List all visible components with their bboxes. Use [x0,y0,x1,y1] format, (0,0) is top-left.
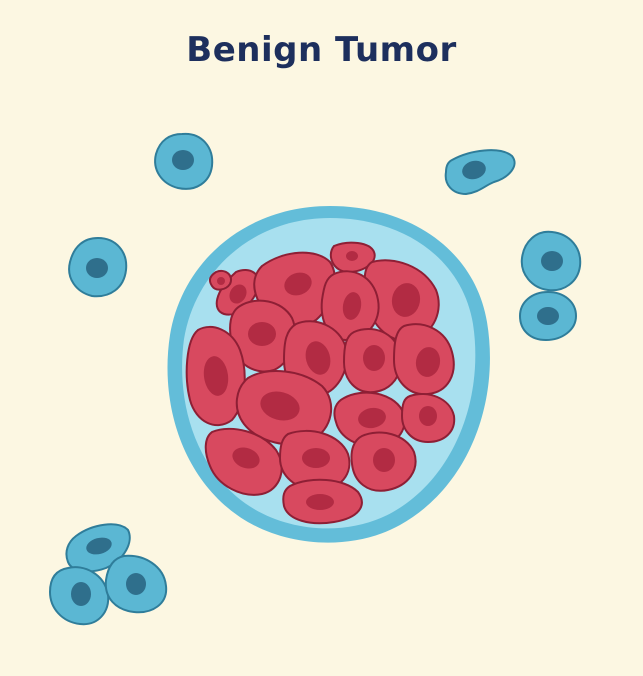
tumor-cell [235,370,332,446]
tumor-cell [185,325,246,427]
healthy-cell [520,230,582,292]
page-title: Benign Tumor [186,30,457,70]
tumor-cell [229,299,297,373]
tumor-cell [329,241,376,274]
tumor-cell [350,431,417,492]
tumor-cell [392,323,455,396]
healthy-cell [444,149,516,196]
healthy-cell [104,554,168,614]
healthy-cell [65,523,131,573]
tumor-cell [400,393,456,444]
tumor-mass [167,206,490,543]
healthy-cell [154,132,214,190]
healthy-cell [68,236,128,298]
tumor-cell [320,270,380,342]
tumor-cell [204,427,283,496]
healthy-cell [518,290,578,342]
tumor-cell [208,270,232,291]
tumor-cell [282,478,363,525]
tumor-cell [342,328,402,394]
tumor-cell-cluster [185,241,456,525]
healthy-cell [48,566,110,626]
healthy-cells [48,132,582,626]
